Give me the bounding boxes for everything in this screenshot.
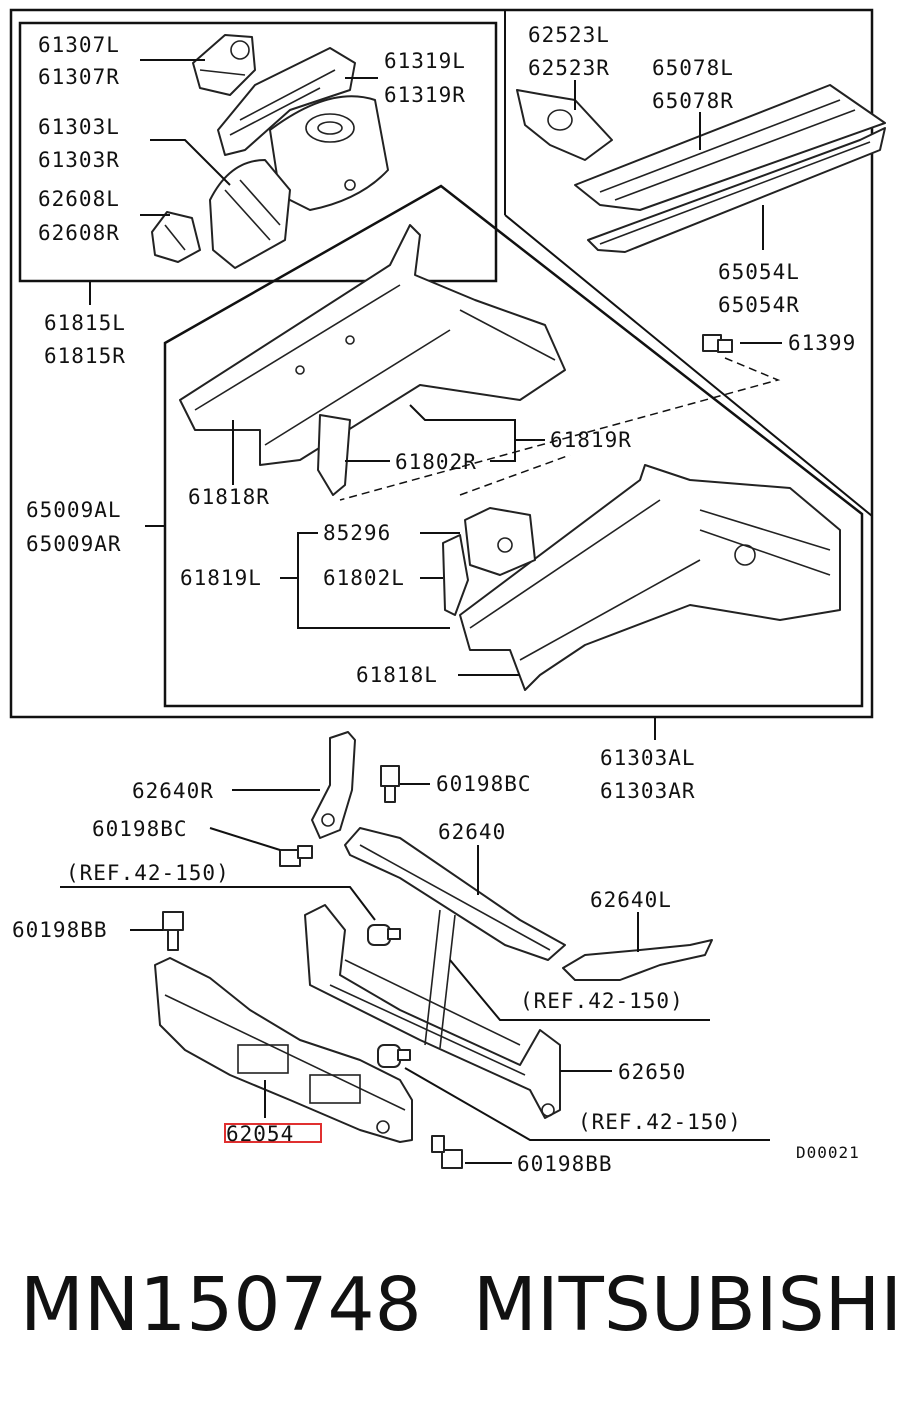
label-62640: 62640 bbox=[438, 820, 506, 844]
label-61307R: 61307R bbox=[38, 65, 120, 89]
bracket-61307-drawing bbox=[192, 34, 256, 96]
label-65009AR: 65009AR bbox=[26, 532, 122, 556]
leader-61303 bbox=[150, 139, 231, 186]
bracket-62608-drawing bbox=[151, 211, 201, 263]
label-61818R: 61818R bbox=[188, 485, 270, 509]
label-ref-42-150-lower: (REF.42-150) bbox=[578, 1110, 742, 1134]
label-61303R: 61303R bbox=[38, 148, 120, 172]
label-61303AL: 61303AL bbox=[600, 746, 696, 770]
label-62650: 62650 bbox=[618, 1060, 686, 1084]
dashed-ref-85296 bbox=[459, 454, 571, 496]
leader-ref3 bbox=[404, 1067, 770, 1141]
label-62640L: 62640L bbox=[590, 888, 672, 912]
bracket-61802L-drawing bbox=[442, 534, 469, 616]
clip-ref-lower-drawing bbox=[377, 1044, 411, 1068]
apron-lower-61303-drawing bbox=[209, 159, 291, 269]
label-62523R: 62523R bbox=[528, 56, 610, 80]
sill-65078-drawing bbox=[574, 84, 886, 211]
label-65054L: 65054L bbox=[718, 260, 800, 284]
callout-labels: 61307L 61307R 61319L 61319R 61303L 61303… bbox=[12, 23, 860, 1176]
leader-ref1 bbox=[60, 886, 376, 921]
bracket-61802R-drawing bbox=[317, 414, 351, 496]
label-60198BC-lower: 60198BC bbox=[92, 817, 188, 841]
label-62054: 62054 bbox=[226, 1122, 294, 1146]
label-61319R: 61319R bbox=[384, 83, 466, 107]
panel-62523-drawing bbox=[516, 89, 613, 161]
highlight-box-62054 bbox=[224, 1123, 322, 1143]
reinforcement-62054-drawing bbox=[154, 957, 413, 1143]
bolt-60198BB-upper-drawing bbox=[162, 911, 184, 951]
apron-subassembly-frame bbox=[18, 21, 498, 283]
side-member-right-drawing bbox=[179, 224, 566, 466]
label-61819R: 61819R bbox=[550, 428, 632, 452]
label-85296: 85296 bbox=[323, 521, 391, 545]
label-60198BC-upper: 60198BC bbox=[436, 772, 532, 796]
bolt-60198BC-upper-drawing bbox=[380, 765, 400, 803]
label-61802L: 61802L bbox=[323, 566, 405, 590]
label-65078L: 65078L bbox=[652, 56, 734, 80]
dashed-ref-61399 bbox=[339, 357, 781, 501]
part-number: MN150748 bbox=[20, 1262, 422, 1348]
frame-divider-line-2 bbox=[504, 214, 873, 517]
footer-caption: MN150748 MITSUBISHI bbox=[0, 1262, 909, 1372]
label-61802R: 61802R bbox=[395, 450, 477, 474]
sill-65054-drawing bbox=[587, 127, 886, 253]
label-60198BB-lower: 60198BB bbox=[517, 1152, 613, 1176]
leader-61819R bbox=[409, 404, 516, 462]
label-61818L: 61818L bbox=[356, 663, 438, 687]
label-62608R: 62608R bbox=[38, 221, 120, 245]
label-61815R: 61815R bbox=[44, 344, 126, 368]
label-61303AR: 61303AR bbox=[600, 779, 696, 803]
bracket-62640R-drawing bbox=[311, 731, 356, 839]
main-assembly-frame bbox=[9, 8, 874, 719]
label-60198BB-upper: 60198BB bbox=[12, 918, 108, 942]
label-65078R: 65078R bbox=[652, 89, 734, 113]
side-member-left-drawing bbox=[459, 464, 841, 691]
label-61819L: 61819L bbox=[180, 566, 262, 590]
diagram-code: D00021 bbox=[796, 1143, 860, 1162]
label-61303L: 61303L bbox=[38, 115, 120, 139]
radiator-support-62650-drawing bbox=[304, 904, 561, 1119]
leader-60198BC-lower bbox=[209, 827, 281, 851]
clip-ref-upper-drawing bbox=[367, 924, 401, 946]
side-member-subassembly-frame bbox=[163, 184, 864, 708]
brand-name: MITSUBISHI bbox=[473, 1262, 903, 1348]
label-65054R: 65054R bbox=[718, 293, 800, 317]
label-61815L: 61815L bbox=[44, 311, 126, 335]
bracket-61819L-group bbox=[297, 532, 450, 629]
apron-upper-61319-drawing bbox=[217, 47, 356, 156]
label-61319L: 61319L bbox=[384, 49, 466, 73]
bolt-60198BC-lower-drawing bbox=[279, 845, 313, 867]
label-ref-42-150-upper: (REF.42-150) bbox=[66, 861, 230, 885]
label-62608L: 62608L bbox=[38, 187, 120, 211]
mount-85296-drawing bbox=[464, 507, 536, 576]
upper-support-62640-drawing bbox=[344, 827, 566, 961]
label-65009AL: 65009AL bbox=[26, 498, 122, 522]
label-61399: 61399 bbox=[788, 331, 856, 355]
bracket-62640L-drawing bbox=[562, 939, 713, 981]
label-62640R: 62640R bbox=[132, 779, 214, 803]
bolt-61399-drawing bbox=[702, 334, 733, 353]
leader-ref2 bbox=[449, 959, 710, 1021]
label-62523L: 62523L bbox=[528, 23, 610, 47]
bolt-60198BB-lower-drawing bbox=[431, 1135, 463, 1169]
strut-tower-drawing bbox=[269, 95, 389, 211]
label-61307L: 61307L bbox=[38, 33, 120, 57]
label-ref-42-150-middle: (REF.42-150) bbox=[520, 989, 684, 1013]
